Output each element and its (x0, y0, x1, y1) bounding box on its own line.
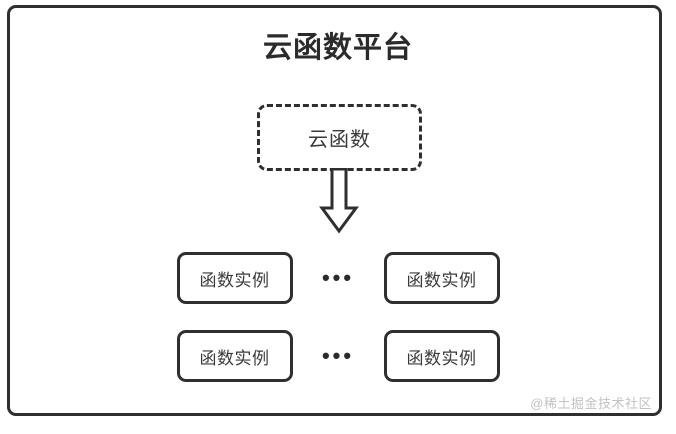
function-instance-label: 函数实例 (199, 348, 270, 368)
function-instance-label: 函数实例 (199, 270, 270, 290)
function-instance-label: 函数实例 (406, 270, 477, 290)
instance-row: 函数实例 ••• 函数实例 (0, 330, 676, 382)
function-instance-box: 函数实例 (383, 330, 500, 382)
cloud-function-node: 云函数 (257, 104, 422, 171)
function-instance-label: 函数实例 (406, 348, 477, 368)
ellipsis-separator: ••• (321, 265, 355, 290)
function-instance-box: 函数实例 (176, 330, 293, 382)
block-arrow-down-icon (318, 167, 360, 234)
page-title: 云函数平台 (262, 32, 413, 64)
ellipsis-separator: ••• (321, 343, 355, 368)
cloud-function-node-label: 云函数 (308, 129, 371, 151)
watermark: @稀土掘金技术社区 (530, 396, 652, 411)
instance-row: 函数实例 ••• 函数实例 (0, 252, 676, 304)
function-instance-box: 函数实例 (176, 252, 293, 304)
function-instance-box: 函数实例 (383, 252, 500, 304)
